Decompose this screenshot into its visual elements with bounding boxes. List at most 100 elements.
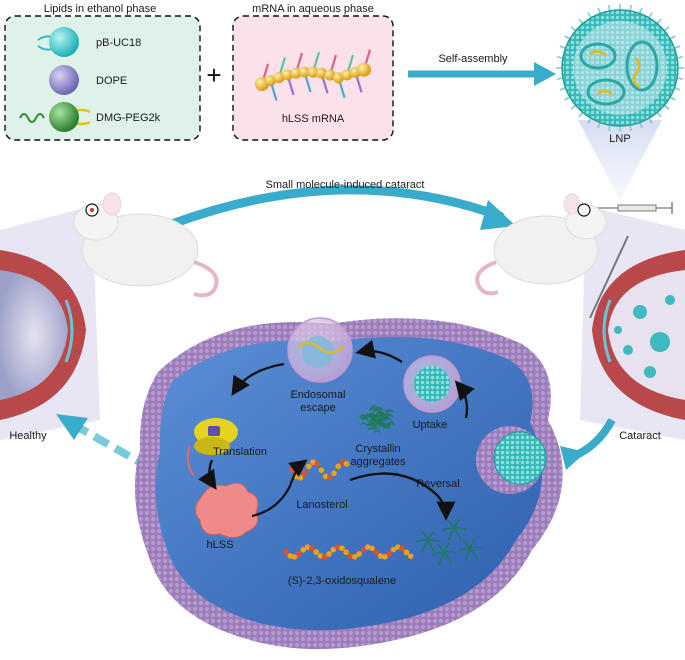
mrna-nucleotide-bead	[307, 66, 319, 78]
oxidosqualene-atom	[296, 551, 302, 557]
crystallin-fibril	[388, 423, 396, 427]
lipid-panel: Lipids in ethanol phase pB-UC18 DOPE DMG…	[4, 3, 201, 141]
crystallin-monomer	[443, 551, 452, 565]
lipid-name-1: pB-UC18	[96, 37, 141, 49]
crystallin-fibril	[360, 416, 368, 420]
crystallin-monomer	[453, 527, 462, 541]
peg-chain-icon	[19, 113, 45, 123]
oxidosqualene-atom	[390, 546, 397, 553]
oxidosqualene-atom	[326, 551, 332, 557]
mrna-panel-title: mRNA in aqueous phase	[252, 3, 374, 15]
hlss-label: hLSS	[207, 539, 234, 551]
mrna-nucleotide-bead	[299, 66, 310, 78]
oxidosqualene-atom	[403, 549, 410, 556]
mrna-nucleotide-bead	[357, 62, 371, 77]
lipid-panel-title: Lipids in ethanol phase	[44, 3, 157, 15]
oxidosqualene-atom	[386, 551, 393, 557]
process-arrows	[198, 339, 475, 521]
crystallin-fibril	[365, 423, 373, 427]
crystallin-fibril	[369, 406, 377, 410]
cataract-eye-cornea	[602, 299, 612, 363]
crystallin-fibril	[368, 419, 376, 424]
crystallin-monomer	[441, 527, 455, 532]
crystallin-monomer	[427, 530, 435, 541]
mrna-nucleotide-bead	[341, 69, 353, 81]
mrna-panel: mRNA in aqueous phase hLSS mRNA	[232, 3, 394, 141]
crystallin-fibril	[372, 414, 380, 418]
plus-sign: +	[206, 60, 221, 90]
oxidosqualene-atom	[317, 553, 324, 559]
lnp-inner-compartment-1	[579, 42, 617, 70]
lanosterol-atom	[314, 461, 321, 467]
crystallin-aggregates	[359, 405, 396, 433]
mrna-nucleotide-bead	[290, 67, 302, 79]
mrna-nucleotide-bead	[273, 71, 285, 83]
lanosterol-atom	[289, 467, 295, 473]
lanosterol-atom	[301, 470, 308, 477]
crystallin-monomer	[415, 539, 429, 543]
ribosome-small-subunit	[194, 437, 230, 455]
crystallin-fibril	[386, 409, 394, 413]
cataract-arrow-shaft	[167, 185, 505, 229]
rat-eye-marker-right	[577, 203, 591, 217]
crystallin-fibril	[373, 429, 381, 433]
cataract-label: Cataract	[619, 430, 661, 442]
syringe-icon	[596, 202, 673, 214]
opacity-spot	[614, 326, 622, 334]
lnp-encapsulated-mrna	[589, 50, 641, 96]
healthy-eye	[0, 250, 86, 420]
crystallin-fibril	[367, 427, 375, 431]
crystallin-monomer	[469, 538, 476, 549]
lanosterol-atom	[335, 463, 342, 470]
cataract-cell-arrow-head	[560, 446, 586, 470]
crystallin-fibril	[386, 414, 394, 418]
crystallin-monomer	[464, 547, 471, 562]
uptake-label: Uptake	[413, 419, 448, 431]
mrna-name: hLSS mRNA	[282, 113, 345, 125]
crystallin-monomer	[427, 539, 435, 553]
opacity-spot	[650, 332, 670, 352]
oxidosqualene-label: (S)-2,3-oxidosqualene	[288, 575, 396, 587]
healthy-label: Healthy	[9, 430, 47, 442]
hlss-protein	[195, 482, 259, 538]
incoming-lnp	[493, 431, 547, 485]
oxidosqualene-atom	[364, 544, 371, 550]
oxidosqualene-atom	[395, 544, 401, 550]
endosomal-escape-label-1: Endosomal	[290, 389, 345, 401]
mrna-panel-box	[232, 15, 394, 141]
oxidosqualene-molecule	[283, 544, 414, 560]
mrna-nucleotide-bead	[265, 75, 276, 87]
lnp-zoom-cone	[578, 120, 662, 200]
lanosterol-label: Lanosterol	[296, 499, 347, 511]
lanosterol-atom	[310, 459, 316, 465]
crystallin-fibril	[369, 426, 377, 430]
injection-needle	[589, 235, 629, 319]
crystallin-fibril	[368, 412, 376, 416]
crystallin-fibril	[380, 418, 388, 422]
oxidosqualene-atom	[347, 553, 354, 559]
crystallin-fibril	[377, 410, 385, 414]
crystallin-monomer	[421, 539, 429, 553]
crystallin-monomer	[436, 543, 445, 553]
self-assembly-arrow: Self-assembly	[408, 53, 556, 86]
crystallin-monomer	[443, 550, 457, 554]
translation-arrow	[198, 459, 217, 490]
rat-ear-left	[102, 192, 122, 216]
crystallin-monomer	[469, 546, 483, 550]
mrna-nucleotide-bead	[324, 69, 336, 81]
oxidosqualene-atom	[300, 546, 307, 553]
cationic-lipid-icon	[49, 27, 79, 57]
cytoplasm	[155, 336, 543, 631]
oxidosqualene-atom	[377, 553, 384, 559]
crystallin-monomer	[457, 547, 471, 553]
crystallin-fibril	[387, 421, 395, 425]
mrna-nucleotide-bead	[316, 67, 327, 79]
reversal-arrow	[349, 472, 456, 521]
helper-lipid-icon	[49, 65, 79, 95]
crystallin-fibril	[372, 415, 380, 419]
oxidosqualene-atom	[291, 554, 298, 560]
opacity-spot	[623, 345, 633, 355]
crystallin-label-1: Crystallin	[355, 443, 400, 455]
lanosterol-atom	[318, 467, 325, 473]
